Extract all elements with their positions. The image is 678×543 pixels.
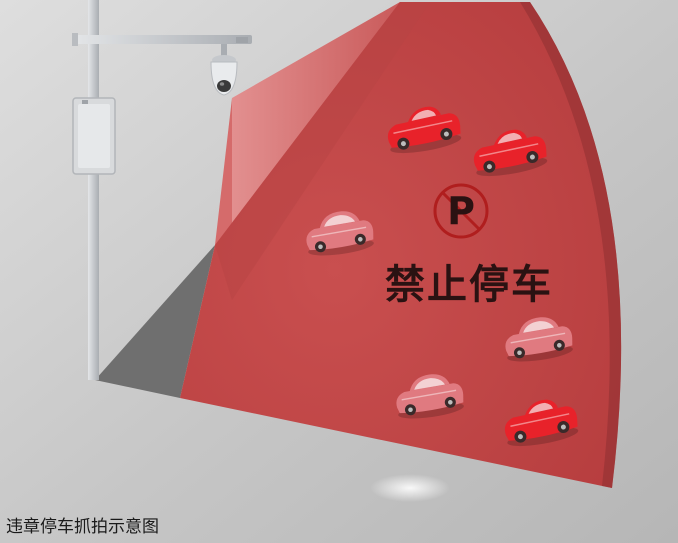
pole <box>88 0 99 380</box>
coverage-zone-edge <box>215 2 430 300</box>
equipment-box <box>72 97 116 175</box>
car-icon <box>473 129 548 177</box>
car-icon <box>396 374 464 419</box>
coverage-zone <box>180 2 622 488</box>
dome-camera-icon <box>210 44 238 96</box>
no-parking-icon: P <box>433 183 489 239</box>
car-icon <box>504 399 579 447</box>
coverage-zone-rim <box>520 2 622 488</box>
cars <box>306 106 579 447</box>
ground-shadow <box>95 245 215 398</box>
pole-arm <box>72 35 252 44</box>
car-icon <box>505 317 573 362</box>
pole-arm-cap <box>72 33 78 46</box>
no-parking-letter: P <box>447 189 475 233</box>
car-icon <box>387 106 462 154</box>
no-parking-label: 禁止停车 <box>385 262 553 308</box>
pole-arm-bracket <box>236 37 248 43</box>
car-icon <box>306 211 374 256</box>
ground-glow <box>370 474 450 502</box>
caption: 违章停车抓拍示意图 <box>6 517 159 537</box>
